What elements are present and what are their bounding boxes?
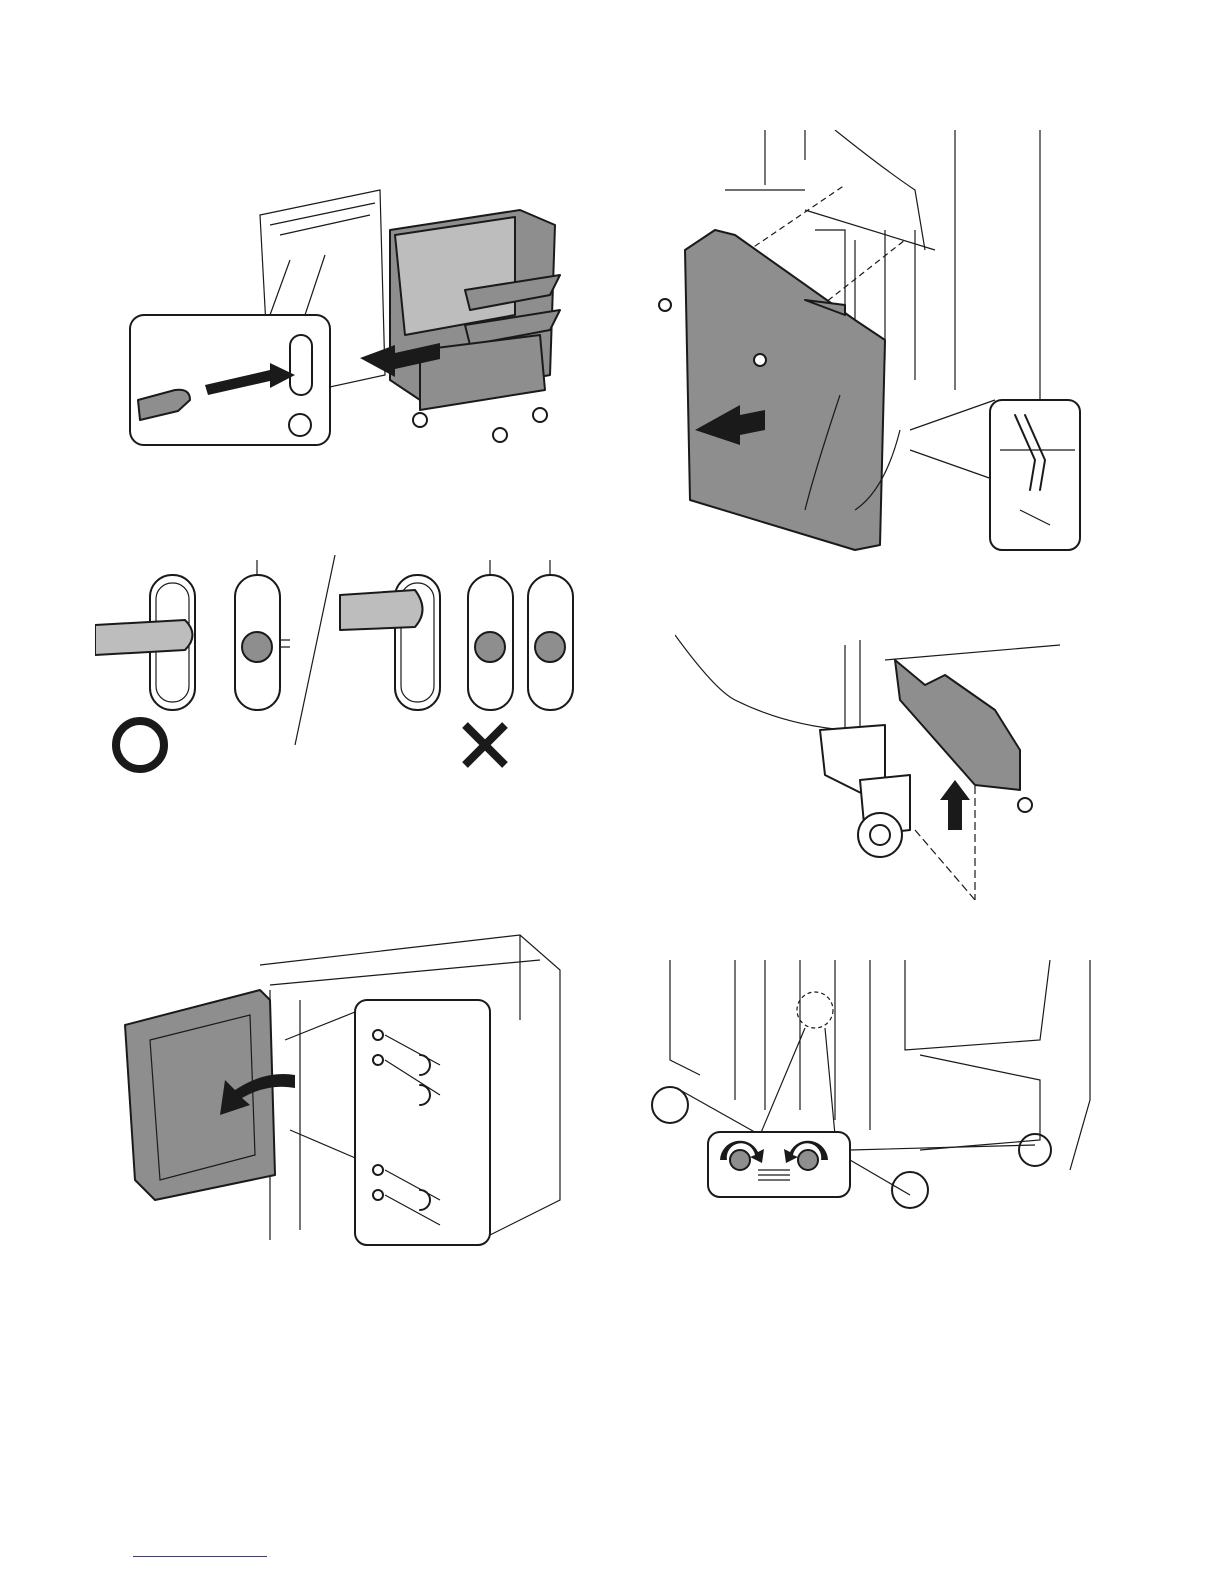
lift-arrow-icon — [940, 780, 970, 830]
screw-icon — [659, 299, 671, 311]
callout-hook — [990, 400, 1080, 550]
callout-adjusters — [708, 1132, 850, 1197]
footer-link-underline — [133, 1556, 267, 1557]
screw-icon — [754, 354, 766, 366]
figure-front-door-open — [120, 930, 590, 1250]
correct-circle-icon — [116, 721, 164, 769]
figure-rear-cover-removal — [655, 130, 1095, 555]
figure-release-button-press — [120, 175, 590, 460]
incorrect-cross-icon — [465, 725, 505, 765]
caster-cover — [895, 660, 1020, 790]
figure-button-correct-incorrect — [95, 555, 595, 775]
callout-hinges — [355, 1000, 490, 1245]
figure-caster-adjuster-turn — [640, 960, 1095, 1235]
figure-caster-cover-removal — [675, 630, 1070, 900]
screw-icon — [1018, 798, 1032, 812]
